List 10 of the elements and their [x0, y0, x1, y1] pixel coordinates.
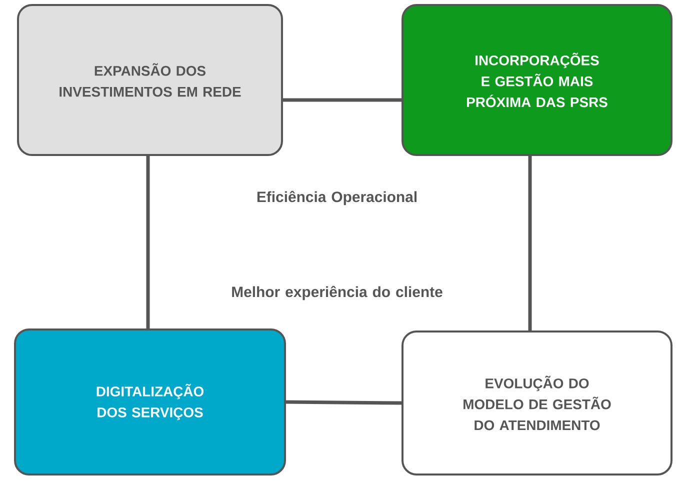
process-box: INCORPORAÇÕES E GESTÃO MAIS PRÓXIMA DAS PSRS — [402, 4, 672, 156]
center-text: Eficiência Operacional — [257, 190, 416, 206]
process-box: EVOLUÇÃO DO MODELO DE GESTÃO DO ATENDIMENTO — [402, 330, 672, 476]
connector-line — [286, 400, 402, 405]
connector-line — [283, 98, 402, 102]
connector-line — [528, 156, 532, 330]
center-text: Melhor experiência do cliente — [232, 286, 442, 300]
connector-line — [146, 156, 150, 328]
process-box: DIGITALIZAÇÃO DOS SERVIÇOS — [14, 328, 286, 476]
process-box: EXPANSÃO DOS INVESTIMENTOS EM REDE — [17, 4, 283, 156]
